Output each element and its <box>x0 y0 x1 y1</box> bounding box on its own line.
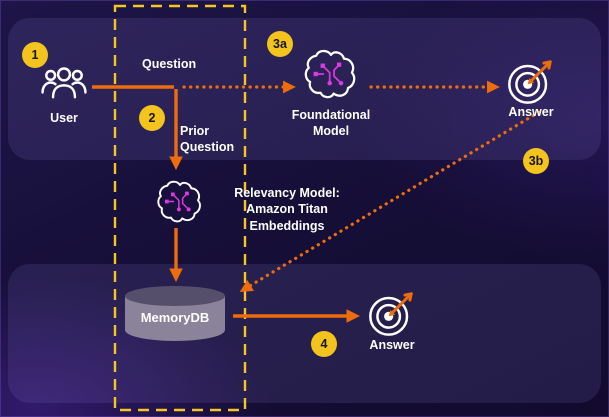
step-2-badge: 2 <box>139 105 165 131</box>
users-icon <box>41 63 87 103</box>
relevancy-model-label: Relevancy Model: Amazon Titan Embeddings <box>221 185 353 234</box>
top-flow-panel <box>8 18 601 160</box>
question-label: Question <box>142 57 197 71</box>
answer-bottom-target-icon <box>367 288 417 338</box>
relevancy-model-line-1: Relevancy Model: <box>234 186 340 200</box>
answer-top-target-icon <box>506 56 556 106</box>
step-3b-badge: 3b <box>523 148 549 174</box>
bottom-flow-panel <box>8 264 601 403</box>
foundational-model-brain-icon <box>303 47 359 101</box>
answer-top-label: Answer <box>508 105 554 119</box>
memorydb-label: MemoryDB <box>140 310 210 325</box>
step-3a-badge: 3a <box>267 31 293 57</box>
relevancy-model-line-2: Amazon Titan <box>246 202 328 217</box>
user-label: User <box>50 111 78 125</box>
step-1-badge: 1 <box>22 42 48 68</box>
arrow-answer-to-memorydb <box>239 110 541 292</box>
dashed-scope-box <box>113 4 247 412</box>
relevancy-model-brain-icon <box>156 178 204 225</box>
step-4-badge: 4 <box>311 331 337 357</box>
prior-question-label: Prior Question <box>180 124 235 155</box>
relevancy-model-line-3: Embeddings <box>249 218 325 233</box>
answer-bottom-label: Answer <box>369 338 415 352</box>
foundational-model-label: Foundational Model <box>291 108 371 139</box>
